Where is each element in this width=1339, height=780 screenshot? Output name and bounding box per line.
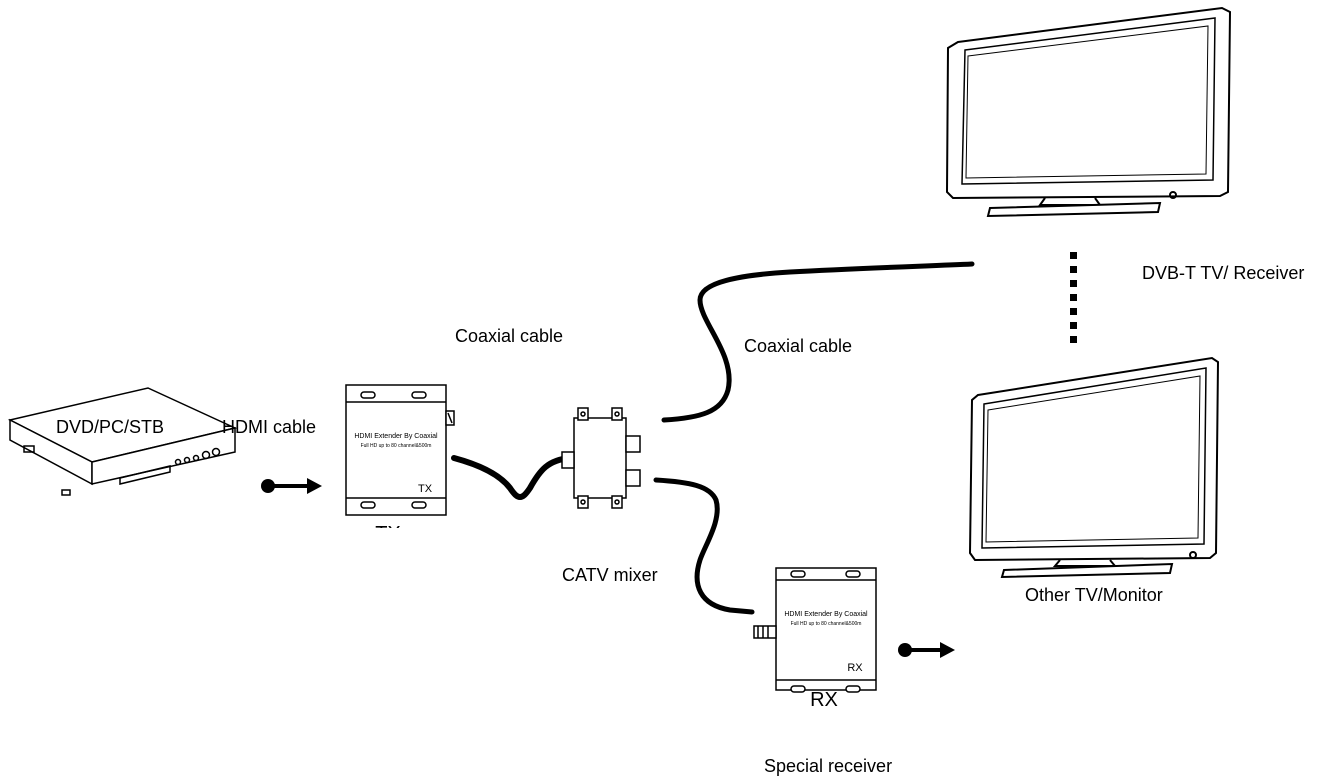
special-receiver-label: Special receiver xyxy=(764,756,892,776)
rx-badge: RX xyxy=(847,662,863,674)
hdmi-cable-label: HDMI cable xyxy=(222,417,316,437)
rx-subtitle: Full HD up to 80 channel&500m xyxy=(791,621,862,627)
signal-arrow-icon-rx xyxy=(898,642,955,658)
coaxial-cable-rx xyxy=(653,477,755,615)
coaxial-cable-label-2: Coaxial cable xyxy=(744,336,852,356)
catv-mixer-icon xyxy=(561,407,641,509)
rx-caption: RX xyxy=(810,689,838,711)
tx-device: HDMI Extender By Coaxial Full HD up to 8… xyxy=(345,384,455,545)
dvd-player-icon xyxy=(7,387,238,496)
rx-title: HDMI Extender By Coaxial xyxy=(784,611,868,618)
coaxial-cable-tx xyxy=(451,455,573,500)
coaxial-cable-top xyxy=(661,261,975,423)
catv-mixer-label: CATV mixer xyxy=(562,565,658,585)
tx-badge: TX xyxy=(418,483,433,495)
signal-arrow-icon xyxy=(261,478,322,494)
other-tv-icon xyxy=(968,356,1220,579)
tx-subtitle: Full HD up to 80 channel&500m xyxy=(361,443,432,449)
dvbt-label: DVB-T TV/ Receiver xyxy=(1142,263,1304,283)
other-tv-label: Other TV/Monitor xyxy=(1025,585,1163,605)
coaxial-cable-label-1: Coaxial cable xyxy=(455,326,563,346)
dotted-separator xyxy=(1070,252,1077,343)
rx-device: HDMI Extender By Coaxial Full HD up to 8… xyxy=(753,567,877,711)
dvbt-tv-icon xyxy=(945,6,1232,218)
source-label: DVD/PC/STB xyxy=(56,417,164,437)
tx-title: HDMI Extender By Coaxial xyxy=(354,433,438,440)
